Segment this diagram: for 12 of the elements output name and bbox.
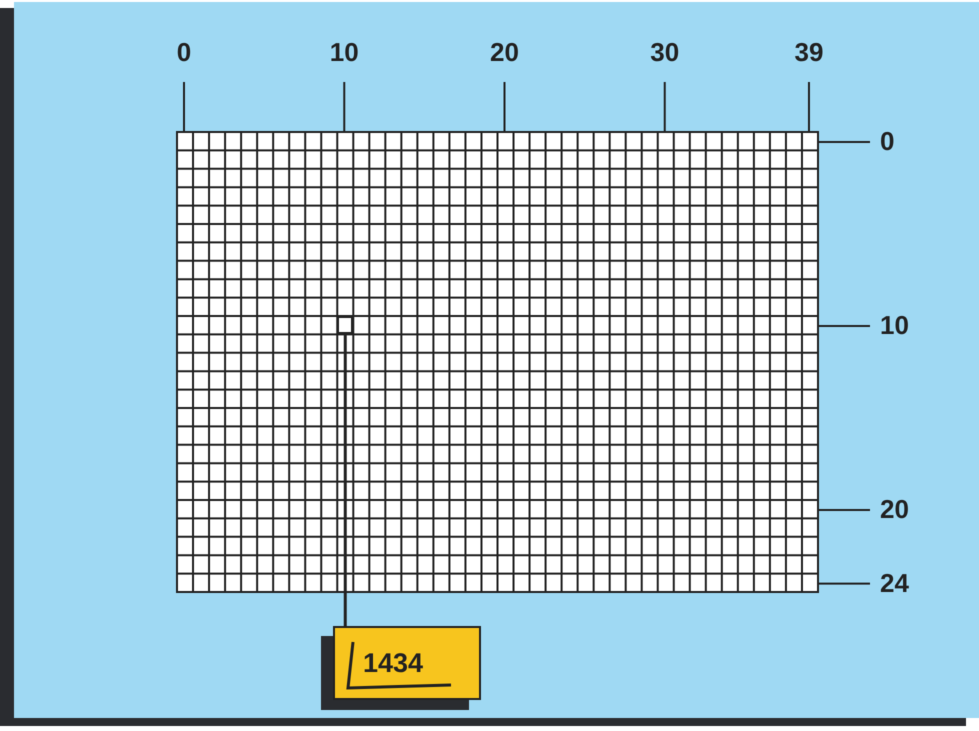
address-number: 1434 (363, 648, 424, 679)
column-number: 30 (650, 37, 680, 67)
row-number: 0 (880, 126, 894, 156)
row-number: 24 (880, 568, 909, 598)
column-number: 0 (176, 37, 192, 67)
column-number: 39 (794, 37, 824, 67)
row-number: 10 (880, 310, 909, 340)
leader-line (344, 334, 347, 626)
grid-cell (337, 316, 354, 334)
row-number: 20 (880, 494, 909, 524)
column-number: 20 (490, 37, 519, 67)
column-number: 10 (330, 37, 359, 67)
